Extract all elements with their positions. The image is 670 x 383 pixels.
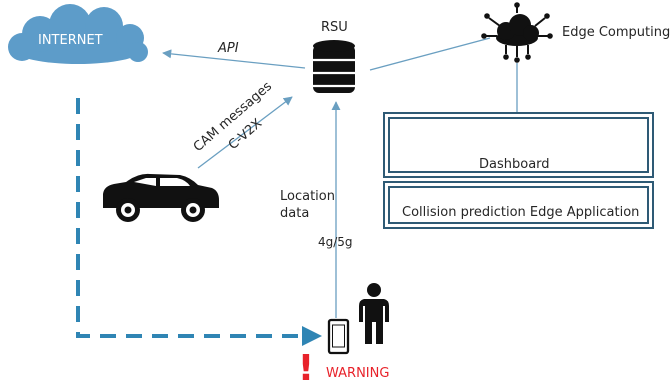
collision-app-label: Collision prediction Edge Application xyxy=(402,205,640,220)
internet-label: INTERNET xyxy=(38,33,103,48)
warning-label: WARNING xyxy=(326,366,390,381)
edge-to-rsu-line xyxy=(369,37,491,71)
internet-to-warning-dashed-arrow xyxy=(76,98,322,346)
dashboard-label: Dashboard xyxy=(479,157,550,172)
edge-computing-label: Edge Computing xyxy=(562,25,670,40)
person-icon xyxy=(359,283,389,344)
network-label: 4g/5g xyxy=(318,235,353,249)
location-label-line1: Location xyxy=(280,189,335,204)
warning-mark: ! xyxy=(298,348,314,383)
database-icon xyxy=(313,40,355,93)
api-label: API xyxy=(218,41,239,56)
dashboard-panel xyxy=(383,112,654,178)
car-icon xyxy=(103,173,219,222)
rsu-label: RSU xyxy=(321,20,348,35)
car-to-rsu-arrow xyxy=(197,96,293,169)
cloud-icon xyxy=(8,4,148,64)
collision-app-panel xyxy=(383,181,654,229)
location-label-line2: data xyxy=(280,206,310,221)
edge-cloud-icon xyxy=(481,2,553,63)
api-arrow xyxy=(162,49,306,69)
phone-icon xyxy=(327,318,350,355)
